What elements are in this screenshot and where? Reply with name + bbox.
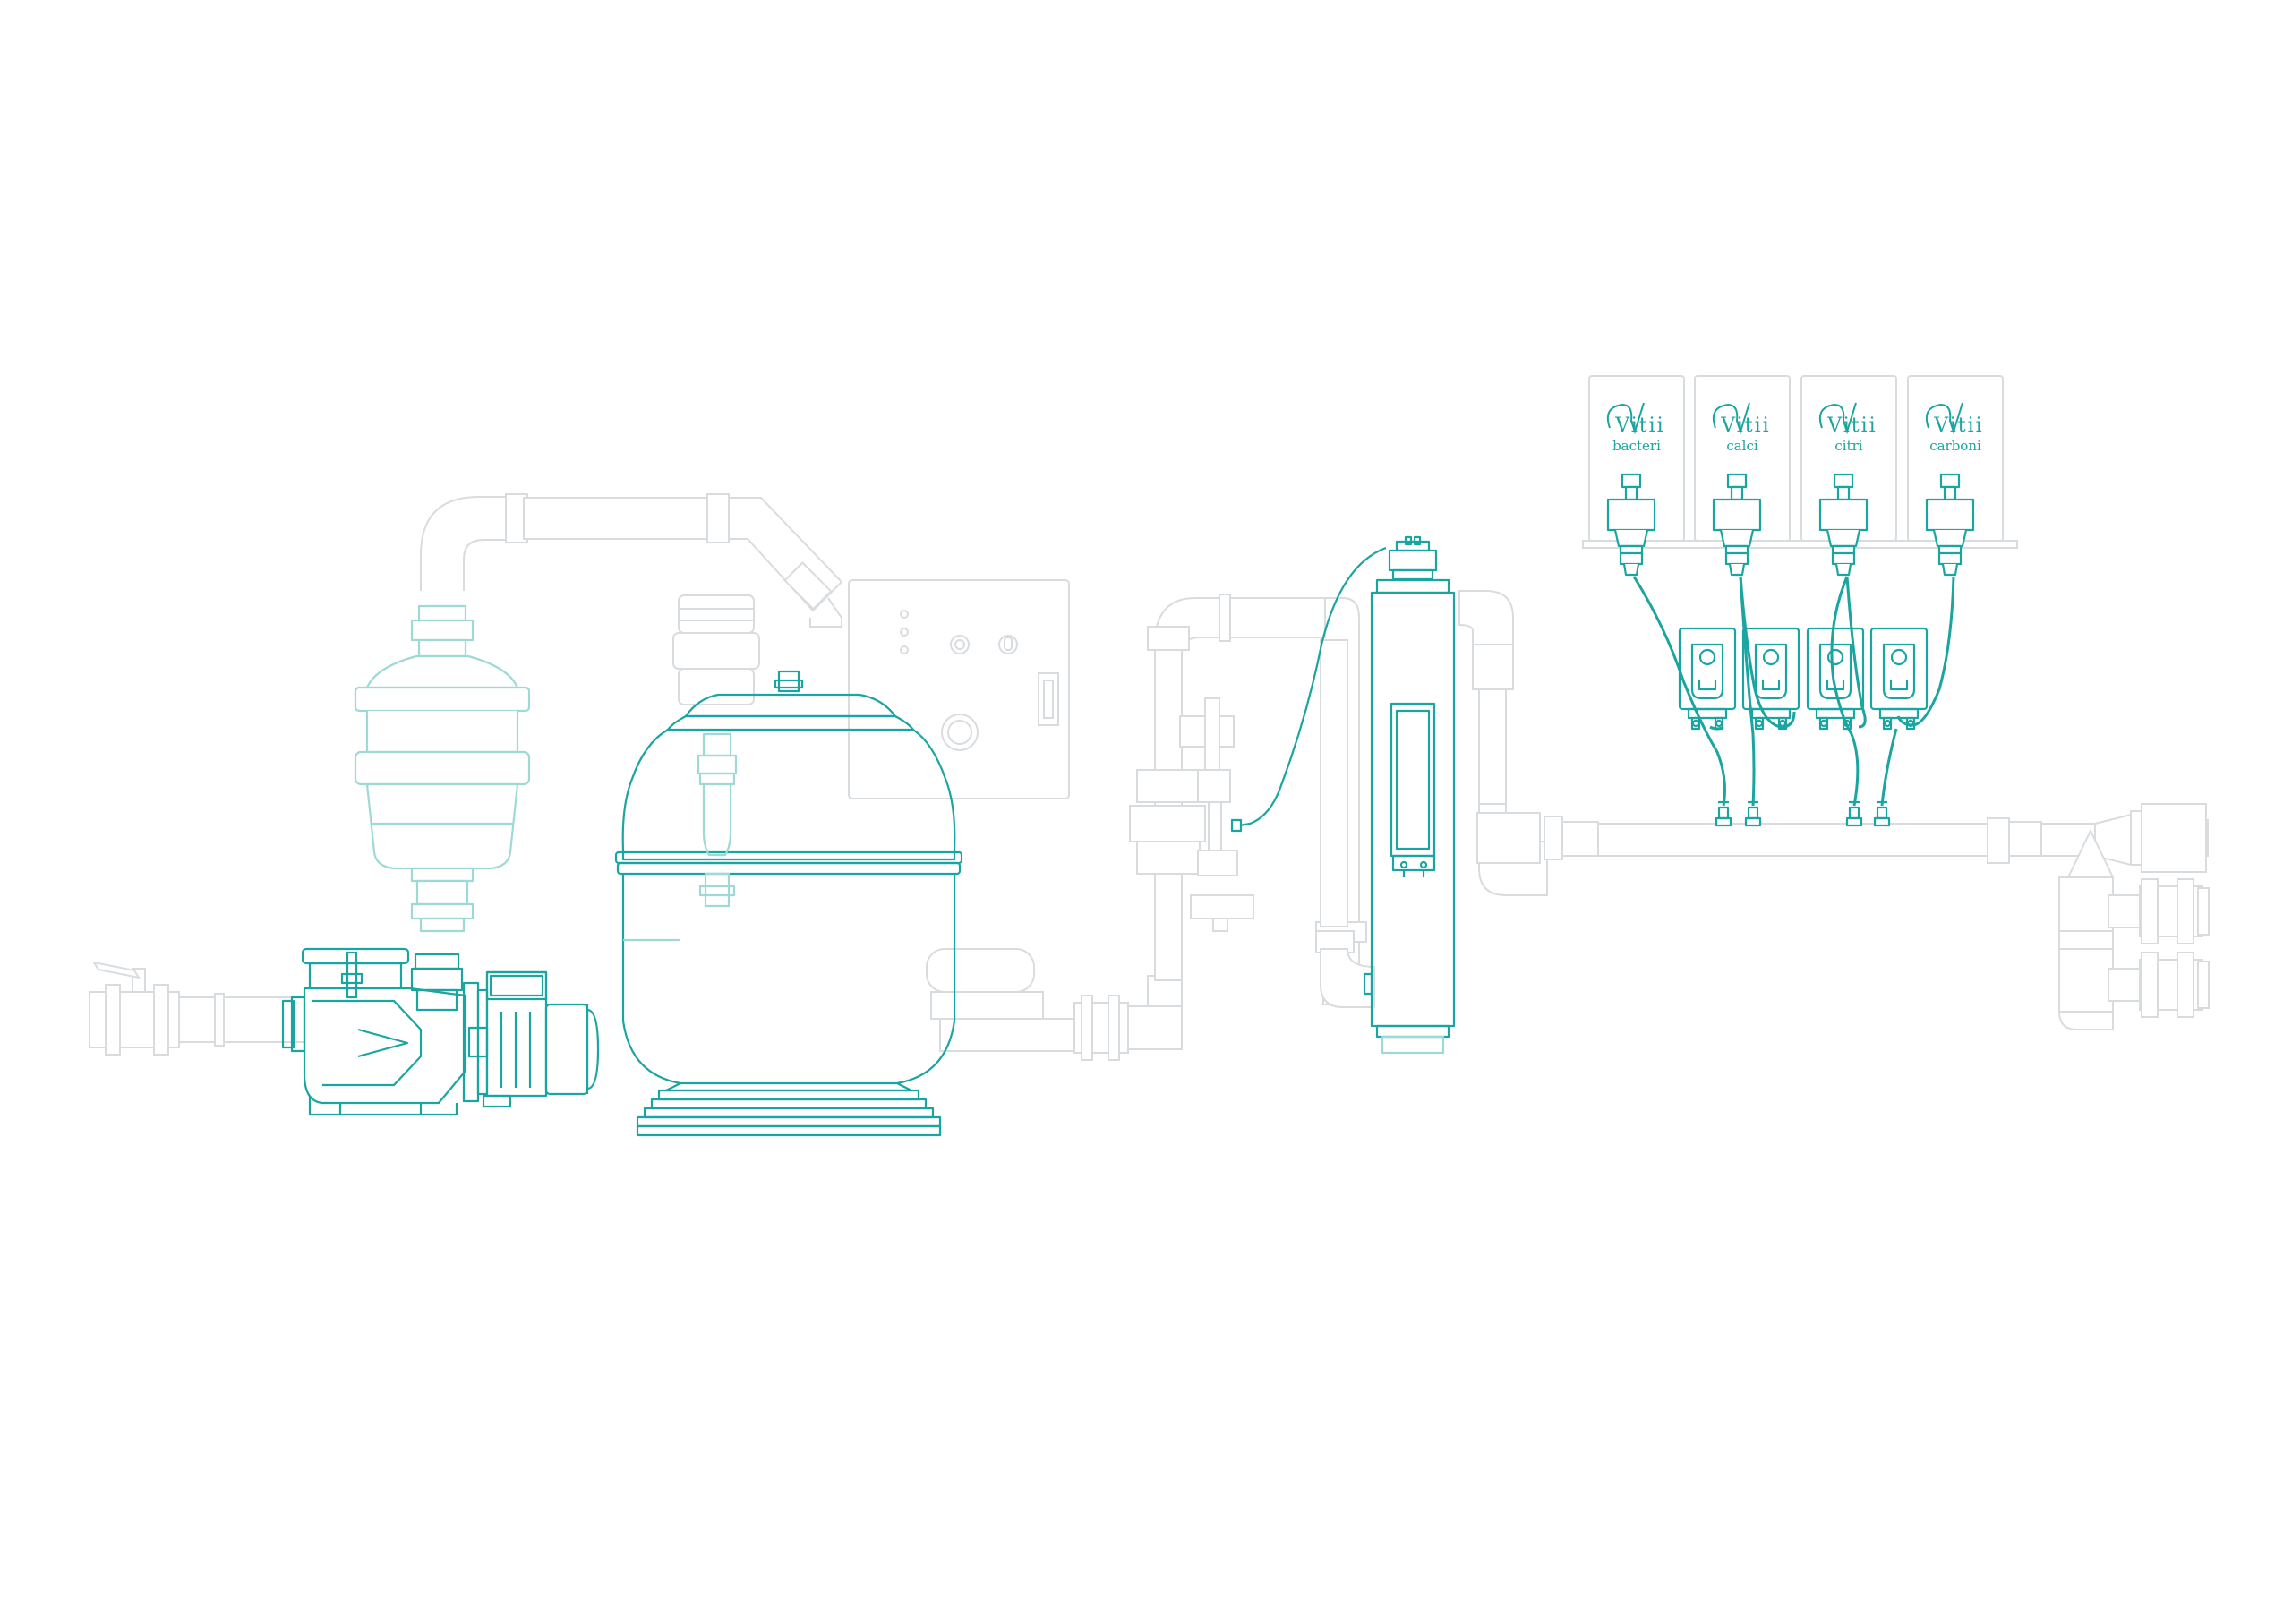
dosing-tube — [1632, 576, 1726, 807]
cap-body — [1712, 498, 1762, 532]
dosing-pump — [1869, 627, 1929, 731]
vitii-logo-mark — [1925, 402, 1963, 435]
dosing-tube — [1739, 576, 1796, 729]
dosing-tube — [1896, 576, 1955, 727]
cap-top — [1621, 473, 1642, 489]
injection-fittings — [1715, 800, 1891, 827]
uv-sterilizer-icon — [1230, 535, 1456, 1055]
vitii-logo-mark — [1606, 402, 1645, 435]
uv-side-pipes — [1315, 590, 1548, 1008]
dosing-tube — [1739, 576, 1756, 807]
cap-top — [1726, 473, 1748, 489]
pre-filter-icon — [354, 604, 531, 933]
dosing-tube — [1709, 725, 1724, 731]
teal-equipment — [281, 473, 1975, 1137]
cap-top — [1939, 473, 1961, 489]
container-brand: Vitii — [1614, 415, 1664, 437]
container-label: carboni — [1929, 438, 1981, 454]
filter-top-coupler — [672, 594, 760, 705]
cap-body — [1606, 498, 1656, 532]
dosing-tube — [1830, 576, 1860, 807]
injection-fitting — [1845, 800, 1863, 827]
container-brand: Vitii — [1826, 415, 1877, 437]
dosing-tube — [1880, 728, 1898, 807]
pool-pump-icon — [281, 947, 600, 1116]
dosing-pump — [1678, 627, 1737, 731]
container-labels: VitiibacteriVitiicalciVitiicitriVitiicar… — [1606, 402, 1983, 454]
container-label: calci — [1726, 438, 1758, 454]
container-label: citri — [1834, 438, 1862, 454]
control-panel-icon — [848, 579, 1070, 799]
vitii-logo-mark — [1712, 402, 1750, 435]
peristaltic-dosing-pump-icon — [1678, 627, 1929, 731]
cap-body — [1818, 498, 1869, 532]
container-caps — [1606, 473, 1975, 577]
ball-valve-icon — [89, 961, 305, 1056]
container-brand: Vitii — [1720, 415, 1770, 437]
bypass-valve-assembly — [1129, 697, 1254, 932]
injection-fitting — [1744, 800, 1762, 827]
main-return-pipe — [1476, 803, 2209, 873]
outlet-manifold — [2058, 828, 2210, 1030]
container-label: bacteri — [1612, 438, 1661, 454]
upper-loop-pipe — [420, 493, 843, 628]
sand-filter-tank-icon — [614, 670, 963, 1137]
cap-body — [1925, 498, 1975, 532]
injection-fitting — [1873, 800, 1891, 827]
injection-fitting — [1715, 800, 1732, 827]
vitii-logo-mark — [1818, 402, 1857, 435]
container-brand: Vitii — [1933, 415, 1983, 437]
chemical-shelf — [1582, 540, 2018, 549]
faint-piping — [89, 375, 2210, 1061]
dosing-pump — [1806, 627, 1865, 731]
dosing-tube — [1845, 576, 1867, 729]
cap-top — [1833, 473, 1854, 489]
dosing-tubing — [1632, 576, 1955, 807]
